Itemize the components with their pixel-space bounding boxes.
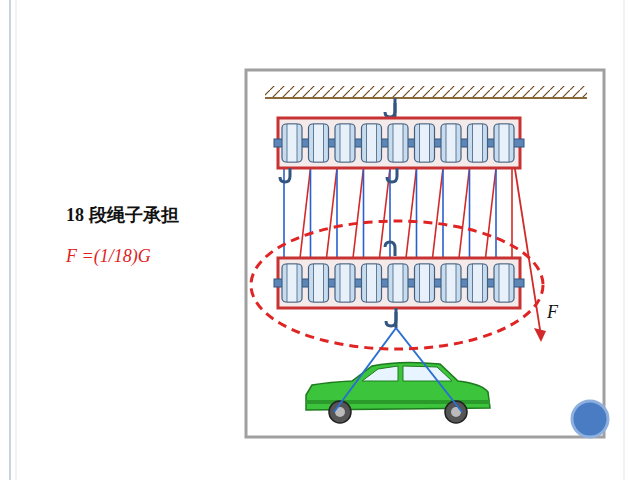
- rope: [353, 168, 364, 258]
- rope: [406, 168, 417, 258]
- hook: [386, 312, 396, 326]
- rope: [486, 168, 497, 258]
- slide-rule: [16, 0, 17, 480]
- sling: [396, 328, 462, 412]
- rope: [310, 168, 312, 258]
- figure-frame: [246, 70, 604, 437]
- ceiling-hatch: [265, 86, 587, 98]
- rope: [416, 168, 418, 258]
- rope: [495, 168, 497, 258]
- rope: [433, 168, 444, 258]
- sling: [334, 328, 396, 412]
- movable-pulley-block: [274, 258, 524, 308]
- rope-count-note: 18 段绳子承担: [66, 205, 179, 227]
- hook: [385, 103, 395, 117]
- hook: [280, 168, 290, 182]
- rope: [469, 168, 471, 258]
- rope: [327, 168, 338, 258]
- highlight-ellipse: [251, 221, 543, 349]
- slide-dot: [572, 401, 608, 437]
- slide-rule: [624, 0, 625, 480]
- rope: [442, 168, 444, 258]
- force-arrowhead: [534, 328, 546, 342]
- force-label: F: [547, 302, 558, 324]
- hook: [387, 168, 397, 182]
- rope: [300, 168, 311, 258]
- rope: [459, 168, 470, 258]
- ceiling: [265, 97, 587, 99]
- rope: [336, 168, 338, 258]
- slide-rule: [9, 0, 11, 480]
- fixed-pulley-block: [274, 118, 524, 168]
- hook: [385, 242, 395, 256]
- rope: [363, 168, 365, 258]
- force-formula: F =(1/18)G: [66, 246, 151, 268]
- car: [306, 362, 490, 423]
